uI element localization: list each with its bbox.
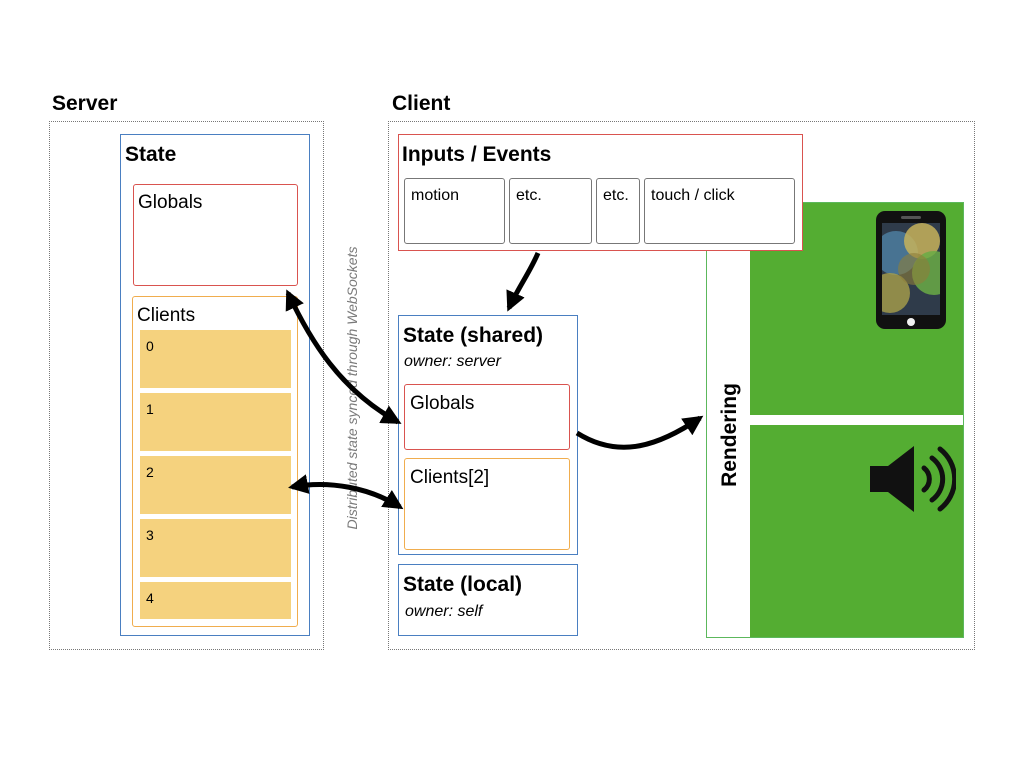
- event-item: etc.: [596, 178, 640, 244]
- client-clients-box: Clients[2]: [404, 458, 570, 550]
- client-clients-label: Clients[2]: [410, 467, 490, 488]
- local-state-owner: owner: self: [405, 603, 483, 620]
- local-state-title: State (local): [403, 573, 523, 596]
- client-id: 3: [146, 527, 154, 543]
- client-id: 1: [146, 401, 154, 417]
- client-row: 1: [140, 393, 291, 451]
- local-state-box: State (local) owner: self: [398, 564, 578, 636]
- server-state-title: State: [125, 143, 177, 166]
- event-label: etc.: [603, 187, 629, 204]
- client-row: 0: [140, 330, 291, 388]
- client-row: 2: [140, 456, 291, 514]
- client-globals-label: Globals: [410, 393, 475, 414]
- shared-state-title: State (shared): [403, 324, 544, 347]
- inputs-events-title: Inputs / Events: [402, 143, 552, 166]
- event-label: motion: [411, 187, 460, 204]
- server-clients-label: Clients: [137, 305, 196, 326]
- client-globals-box: Globals: [404, 384, 570, 450]
- event-item: motion: [404, 178, 505, 244]
- event-label: touch / click: [651, 187, 735, 204]
- client-id: 0: [146, 338, 154, 354]
- phone-icon: [876, 211, 946, 329]
- rendering-label: Rendering: [718, 383, 741, 487]
- event-item: etc.: [509, 178, 592, 244]
- rendering-audio-area: [750, 425, 963, 637]
- client-id: 2: [146, 464, 154, 480]
- shared-state-owner: owner: server: [404, 353, 501, 370]
- client-row: 4: [140, 582, 291, 619]
- sync-label: Distributed state synced through WebSock…: [344, 246, 360, 530]
- speaker-icon: [870, 446, 958, 512]
- event-label: etc.: [516, 187, 542, 204]
- client-title: Client: [392, 92, 451, 115]
- client-id: 4: [146, 590, 154, 606]
- server-title: Server: [52, 92, 118, 115]
- server-globals-label: Globals: [138, 192, 203, 213]
- event-item: touch / click: [644, 178, 795, 244]
- client-row: 3: [140, 519, 291, 577]
- server-globals-box: Globals: [133, 184, 298, 286]
